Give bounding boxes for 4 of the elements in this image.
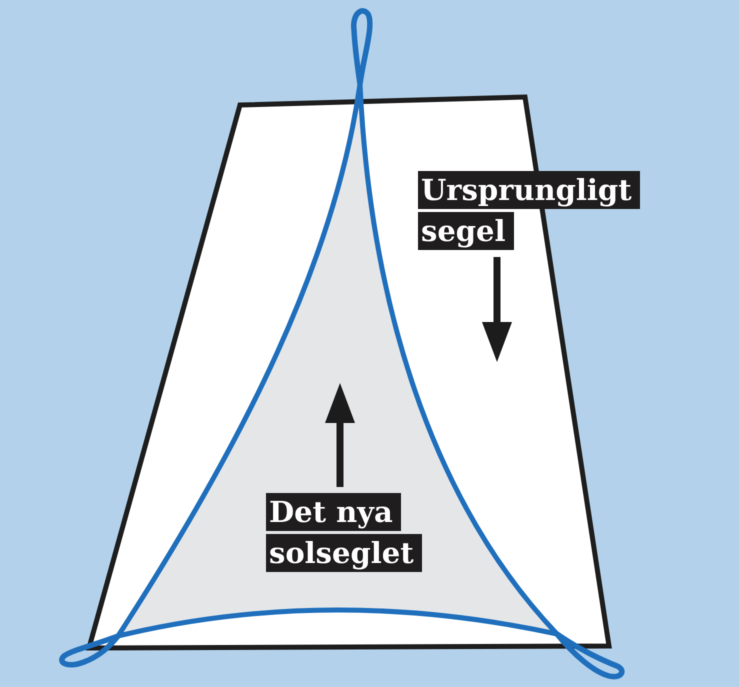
callout-label: Det nya solseglet (266, 492, 424, 574)
callout-label: Ursprungligt segel (418, 170, 642, 252)
arrow (482, 257, 512, 362)
arrow (325, 383, 355, 487)
